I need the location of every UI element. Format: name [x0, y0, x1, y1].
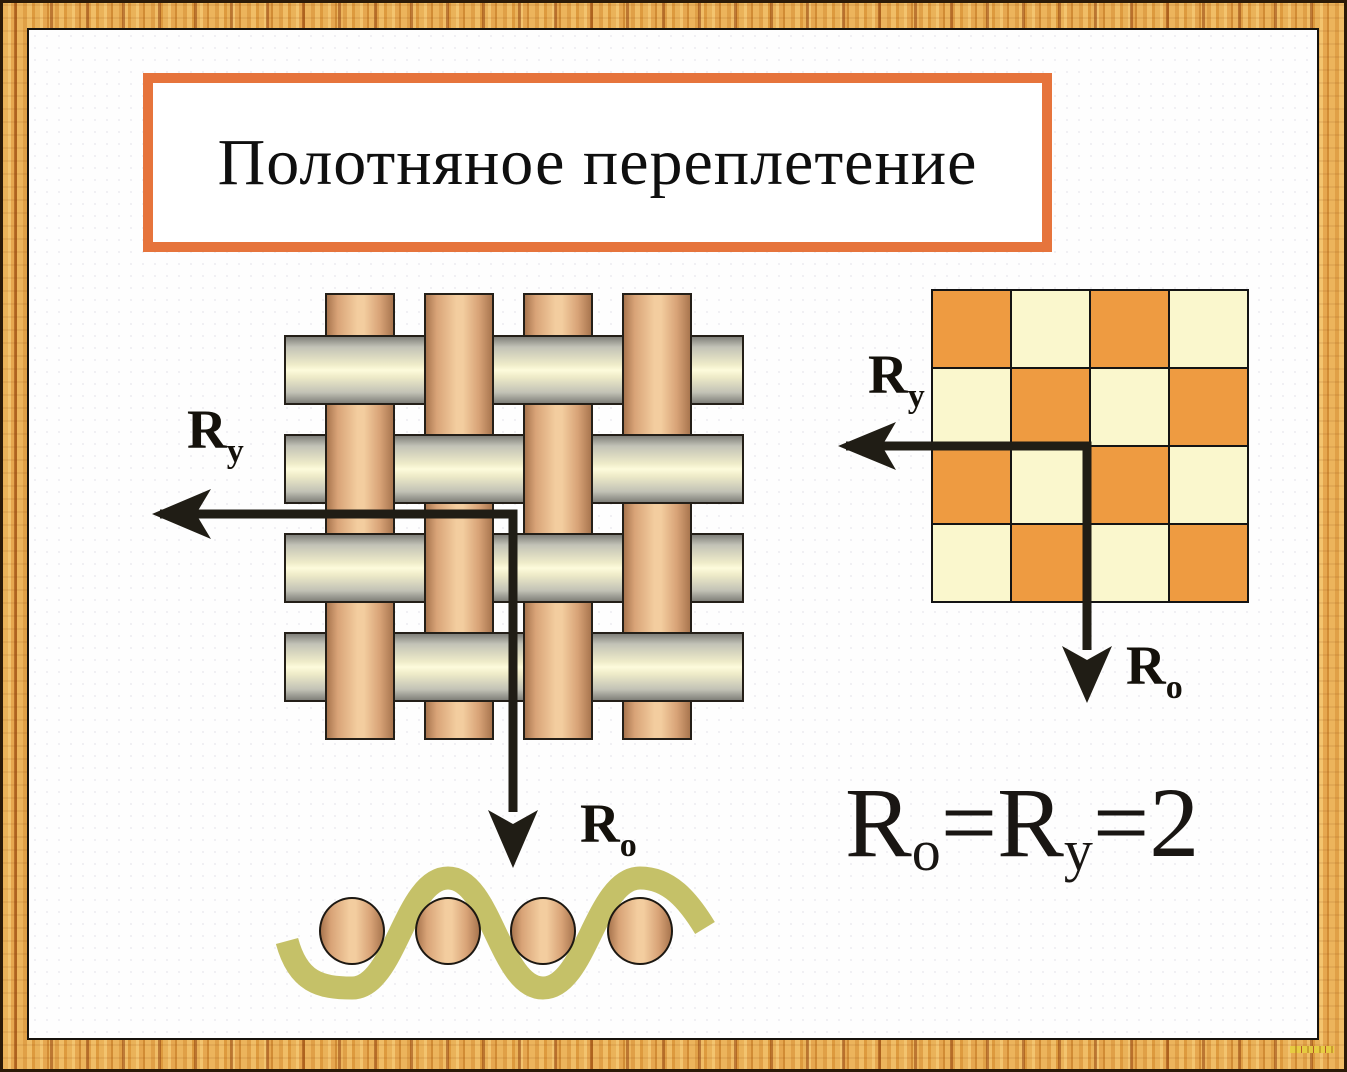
watermark — [1290, 1046, 1334, 1053]
weave-warp-repeat-label: Rу — [187, 399, 244, 470]
weft-over-cell — [1012, 291, 1089, 367]
warp-over-crossing — [622, 335, 692, 405]
weft-over-cell — [1170, 447, 1247, 523]
warp-over-cell — [1091, 447, 1168, 523]
weft-over-cell — [933, 525, 1010, 601]
warp-thread-section — [319, 897, 385, 965]
weft-over-cell — [933, 369, 1010, 445]
warp-over-crossing — [523, 632, 593, 702]
warp-thread-section — [510, 897, 576, 965]
warp-thread-section — [607, 897, 673, 965]
warp-over-crossing — [523, 434, 593, 504]
title-box: Полотняное переплетение — [143, 73, 1052, 252]
pattern-weft-repeat-label: Rо — [1126, 635, 1183, 706]
warp-over-crossing — [325, 434, 395, 504]
weft-over-cell — [1170, 291, 1247, 367]
warp-over-cell — [1012, 525, 1089, 601]
warp-over-cell — [1012, 369, 1089, 445]
slide-title: Полотняное переплетение — [217, 125, 978, 199]
warp-over-cell — [1091, 291, 1168, 367]
warp-thread-section — [415, 897, 481, 965]
repeat-formula: Rо=Rу=2 — [845, 767, 1200, 883]
warp-over-cell — [933, 291, 1010, 367]
warp-over-crossing — [424, 533, 494, 603]
warp-over-crossing — [424, 335, 494, 405]
weft-over-cell — [1091, 525, 1168, 601]
weave-weft-repeat-label: Rо — [580, 793, 637, 864]
weft-over-cell — [1012, 447, 1089, 523]
weave-pattern-grid — [931, 289, 1249, 603]
weft-over-cell — [1091, 369, 1168, 445]
warp-over-crossing — [325, 632, 395, 702]
warp-over-cell — [1170, 369, 1247, 445]
warp-over-crossing — [622, 533, 692, 603]
pattern-warp-repeat-label: Rу — [868, 344, 925, 415]
warp-over-cell — [1170, 525, 1247, 601]
warp-over-cell — [933, 447, 1010, 523]
